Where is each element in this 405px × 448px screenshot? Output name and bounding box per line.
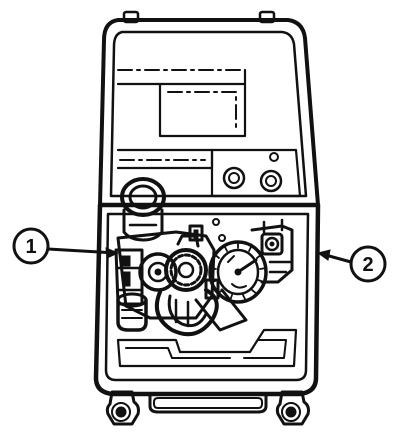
callout-1-label: 1 [25, 236, 36, 258]
sighting-instrument [116, 179, 292, 334]
callout-2-label: 2 [362, 254, 373, 276]
case-lid [100, 12, 318, 205]
graduated-dial [210, 242, 266, 302]
lid-socket-right [261, 171, 281, 191]
latch-right [277, 392, 308, 424]
callout-2: 2 [318, 247, 385, 281]
carrying-handle [150, 394, 266, 412]
callout-1: 1 [14, 229, 118, 263]
lid-pin [270, 153, 278, 161]
latch-left [107, 392, 138, 424]
lid-socket-left [224, 168, 244, 188]
